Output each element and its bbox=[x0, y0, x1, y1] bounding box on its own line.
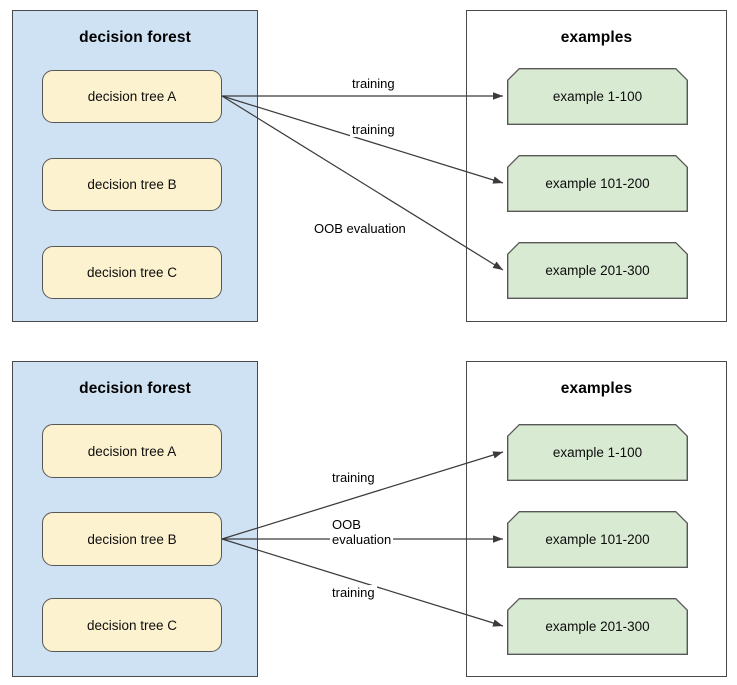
diagram-decision-tree-b: decision forest decision tree A decision… bbox=[0, 345, 737, 685]
decision-tree-a-box[interactable]: decision tree A bbox=[42, 424, 222, 478]
example-box-label: example 101-200 bbox=[508, 156, 686, 210]
example-box-label: example 1-100 bbox=[508, 425, 686, 479]
example-box-label: example 201-300 bbox=[508, 599, 686, 653]
edge-label-oob-evaluation: OOB evaluation bbox=[330, 517, 394, 547]
examples-title: examples bbox=[560, 29, 633, 46]
example-box-101-200[interactable]: example 101-200 bbox=[507, 511, 688, 568]
decision-tree-b-box[interactable]: decision tree B bbox=[42, 158, 222, 211]
edge-label-oob-line1: OOB bbox=[332, 517, 361, 532]
decision-forest-title: decision forest bbox=[79, 29, 191, 46]
decision-forest-title: decision forest bbox=[79, 380, 191, 397]
edge-label-training-2: training bbox=[350, 122, 397, 137]
example-box-1-100[interactable]: example 1-100 bbox=[507, 424, 688, 481]
examples-title: examples bbox=[560, 380, 633, 397]
edge-label-oob-evaluation: OOB evaluation bbox=[312, 221, 408, 236]
example-box-label: example 101-200 bbox=[508, 512, 686, 566]
example-box-201-300[interactable]: example 201-300 bbox=[507, 598, 688, 655]
example-box-1-100[interactable]: example 1-100 bbox=[507, 68, 688, 125]
diagram-decision-tree-a: decision forest decision tree A decision… bbox=[12, 10, 727, 322]
decision-tree-a-box[interactable]: decision tree A bbox=[42, 70, 222, 123]
edge-tree-a-to-example-101-200 bbox=[221, 95, 504, 184]
decision-tree-c-box[interactable]: decision tree C bbox=[42, 598, 222, 652]
edge-label-training-1: training bbox=[330, 470, 377, 485]
example-box-label: example 201-300 bbox=[508, 243, 686, 297]
decision-tree-c-box[interactable]: decision tree C bbox=[42, 246, 222, 299]
edge-label-training-2: training bbox=[330, 585, 377, 600]
example-box-101-200[interactable]: example 101-200 bbox=[507, 155, 688, 212]
edge-label-oob-line2: evaluation bbox=[332, 532, 392, 547]
example-box-label: example 1-100 bbox=[508, 69, 686, 123]
edge-label-training-1: training bbox=[350, 76, 397, 91]
edge-tree-b-to-example-201-300 bbox=[221, 538, 504, 627]
decision-tree-b-box[interactable]: decision tree B bbox=[42, 512, 222, 566]
example-box-201-300[interactable]: example 201-300 bbox=[507, 242, 688, 299]
